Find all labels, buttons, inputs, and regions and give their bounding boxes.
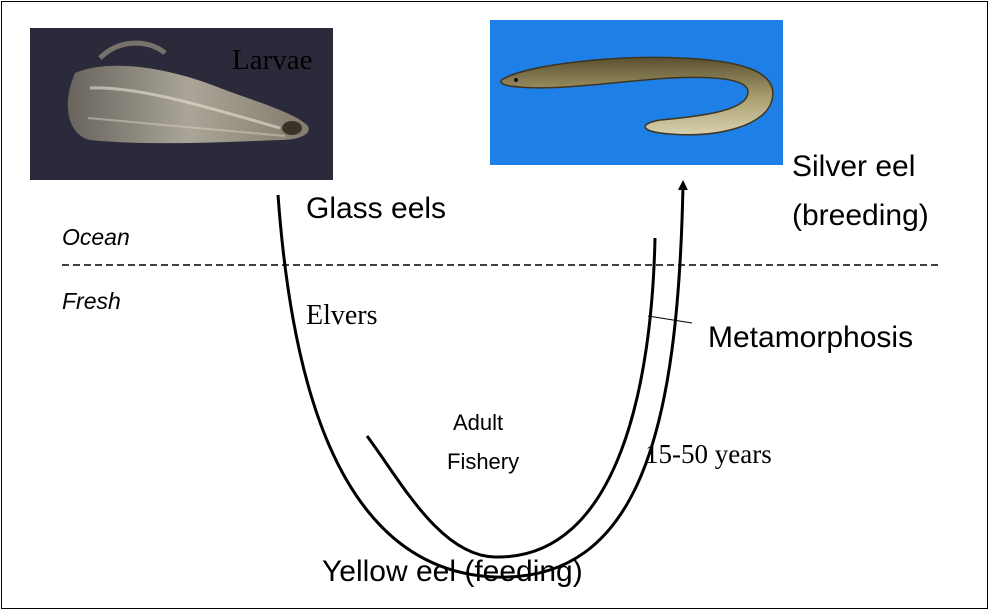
elvers-label: Elvers	[306, 300, 378, 332]
adult-label: Adult	[453, 410, 503, 435]
lifecycle-curve-inner	[367, 238, 655, 557]
silver-eel-label: Silver eel	[792, 150, 915, 185]
metamorphosis-pointer	[648, 316, 692, 323]
fishery-label: Fishery	[447, 449, 519, 474]
larvae-label: Larvae	[232, 44, 313, 77]
lifecycle-curve-outer	[278, 185, 683, 577]
glass-eels-label: Glass eels	[306, 192, 446, 227]
breeding-label: (breeding)	[792, 199, 929, 234]
yellow-eel-label: Yellow eel (feeding)	[322, 555, 583, 590]
metamorphosis-label: Metamorphosis	[708, 321, 913, 356]
ocean-label: Ocean	[62, 224, 130, 250]
fresh-label: Fresh	[62, 288, 121, 314]
duration-label: 15-50 years	[645, 439, 772, 470]
